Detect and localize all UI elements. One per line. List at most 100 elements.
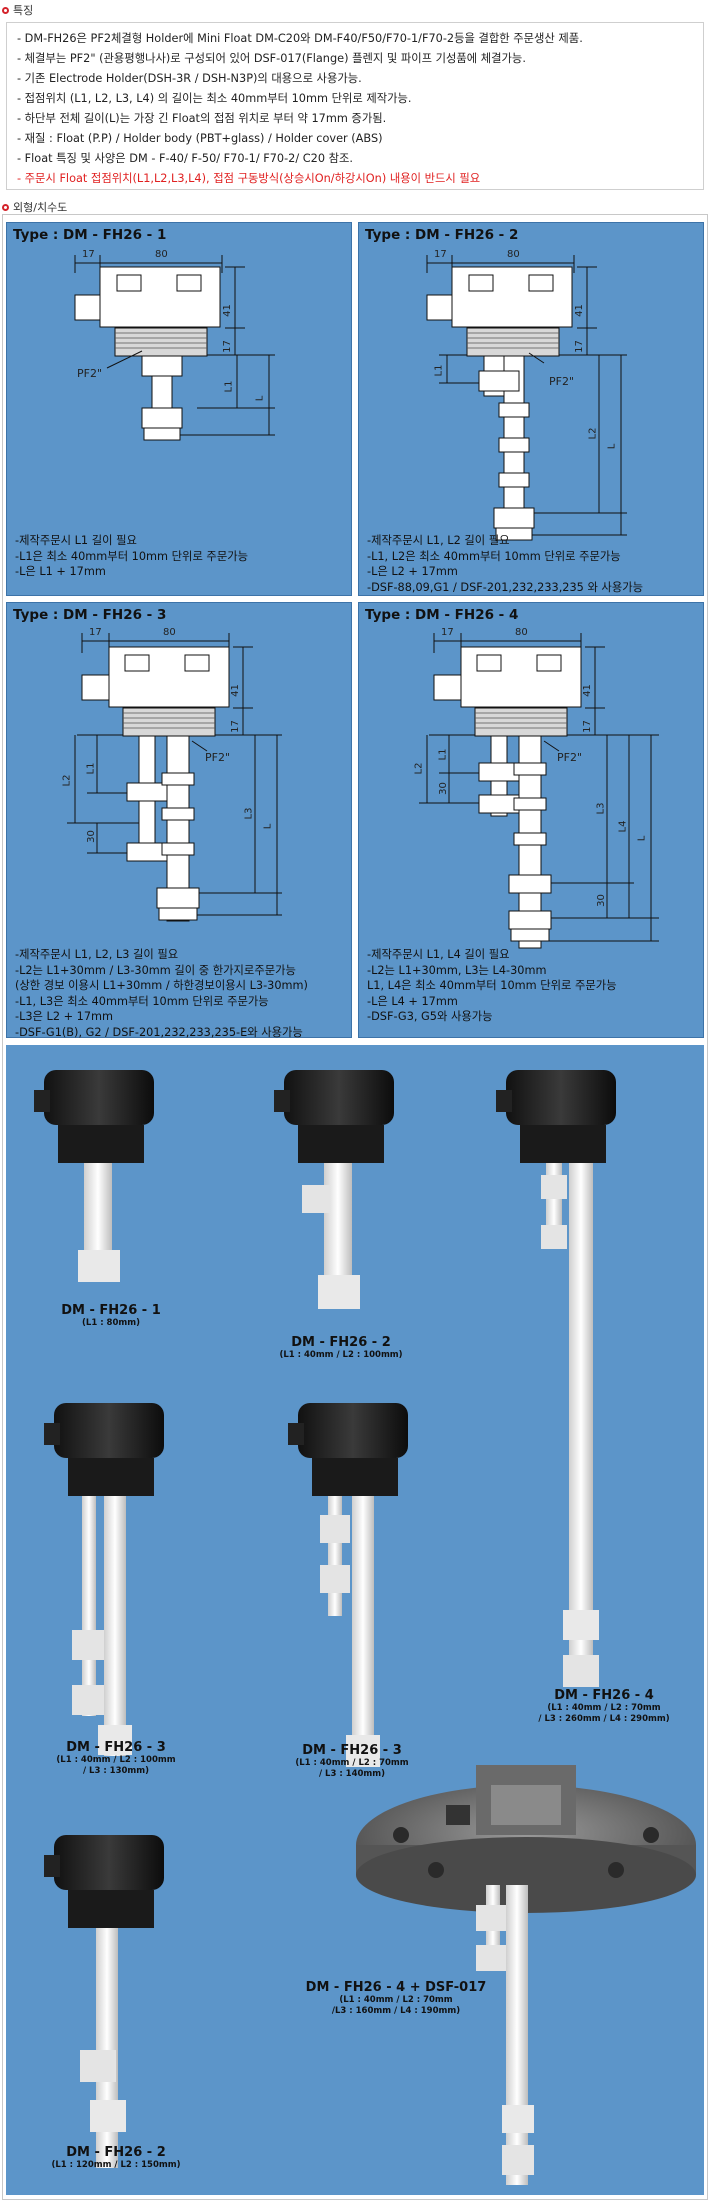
dim-label: L1 bbox=[437, 748, 449, 761]
feature-line-warning: - 주문시 Float 접점위치(L1,L2,L3,L4), 접점 구동방식(상… bbox=[17, 172, 481, 185]
caption-spec: /L3 : 160mm / L4 : 190mm) bbox=[331, 2006, 461, 2016]
caption-spec: (L1 : 120mm / L2 : 150mm) bbox=[51, 2160, 181, 2170]
features-heading-text: 특징 bbox=[13, 4, 34, 17]
note-line: -L2는 L1+30mm, L3는 L4-30mm bbox=[367, 963, 547, 977]
photo-caption: DM - FH26 - 4 + DSF-017 (L1 : 40mm / L2 … bbox=[286, 1980, 506, 2017]
caption-spec: (L1 : 40mm / L2 : 70mm bbox=[547, 1703, 661, 1713]
caption-name: DM - FH26 - 4 + DSF-017 bbox=[305, 1980, 487, 1995]
note-line: -L3은 L2 + 17mm bbox=[15, 1010, 114, 1023]
caption-spec: (L1 : 40mm / L2 : 70mm bbox=[295, 1758, 409, 1768]
dimension-drawing-fh26-1 bbox=[74, 255, 275, 441]
product-photo-fh26-4-flange bbox=[356, 1765, 696, 2185]
dim-label: L1 bbox=[85, 762, 97, 775]
panel-notes: -제작주문시 L1 길이 필요 -L1은 최소 40mm부터 10mm 단위로 … bbox=[15, 533, 248, 580]
dim-label: 30 bbox=[595, 894, 607, 907]
panel-notes: -제작주문시 L1, L2 길이 필요 -L1, L2은 최소 40mm부터 1… bbox=[367, 533, 643, 595]
dim-label: 17 bbox=[89, 627, 102, 638]
dim-label: 41 bbox=[581, 684, 593, 697]
note-line: -L1, L2은 최소 40mm부터 10mm 단위로 주문가능 bbox=[367, 549, 621, 563]
dim-label: L bbox=[636, 835, 648, 842]
dimension-drawing-fh26-2 bbox=[426, 255, 627, 541]
note-line: -L1, L3은 최소 40mm부터 10mm 단위로 주문가능 bbox=[15, 994, 269, 1008]
photo-caption: DM - FH26 - 3 (L1 : 40mm / L2 : 70mm / L… bbox=[262, 1743, 442, 1780]
feature-line: - 체결부는 PF2" (관용평행나사)로 구성되어 있어 DSF-017(Fl… bbox=[17, 52, 526, 65]
dim-label: 41 bbox=[573, 304, 585, 317]
note-line: -제작주문시 L1, L4 길이 필요 bbox=[367, 948, 510, 961]
note-line: -L1은 최소 40mm부터 10mm 단위로 주문가능 bbox=[15, 549, 248, 563]
panel-title: Type : DM - FH26 - 2 bbox=[365, 227, 519, 243]
note-line: -제작주문시 L1 길이 필요 bbox=[15, 534, 137, 547]
panel-title: Type : DM - FH26 - 1 bbox=[13, 227, 167, 243]
dim-label: L bbox=[262, 823, 274, 830]
panel-notes: -제작주문시 L1, L4 길이 필요 -L2는 L1+30mm, L3는 L4… bbox=[367, 947, 617, 1025]
product-photo-fh26-3-a bbox=[44, 1403, 164, 1756]
product-photo-fh26-3-b bbox=[288, 1403, 408, 1767]
dim-label: 80 bbox=[507, 249, 520, 260]
note-line: -DSF-88,09,G1 / DSF-201,232,233,235 와 사용… bbox=[367, 580, 643, 594]
dim-label: 80 bbox=[163, 627, 176, 638]
caption-spec: (L1 : 40mm / L2 : 100mm bbox=[56, 1755, 176, 1765]
dim-label: 17 bbox=[221, 340, 233, 353]
dim-label: L2 bbox=[413, 762, 425, 775]
feature-line: - 기존 Electrode Holder(DSH-3R / DSH-N3P)의… bbox=[17, 72, 362, 85]
dimension-drawing-fh26-4 bbox=[419, 633, 659, 949]
photo-caption: DM - FH26 - 3 (L1 : 40mm / L2 : 100mm / … bbox=[26, 1740, 206, 1777]
product-photo-fh26-4 bbox=[496, 1070, 616, 1687]
dimension-drawing-fh26-3 bbox=[67, 633, 282, 922]
note-line: -제작주문시 L1, L2 길이 필요 bbox=[367, 534, 510, 547]
note-line: (상한 경보 이용시 L1+30mm / 하한경보이용시 L3-30mm) bbox=[15, 979, 308, 992]
caption-name: DM - FH26 - 1 bbox=[61, 1303, 161, 1318]
dim-label: 80 bbox=[515, 627, 528, 638]
dim-panel-fh26-3: Type : DM - FH26 - 3 17 80 41 17 PF2" L1… bbox=[6, 602, 352, 1040]
caption-spec: (L1 : 40mm / L2 : 70mm bbox=[339, 1995, 453, 2005]
caption-spec: (L1 : 40mm / L2 : 100mm) bbox=[279, 1350, 403, 1360]
caption-spec: / L3 : 130mm) bbox=[82, 1766, 150, 1776]
dim-label: 80 bbox=[155, 249, 168, 260]
dim-label: 17 bbox=[581, 720, 593, 733]
note-line: L1, L4은 최소 40mm부터 10mm 단위로 주문가능 bbox=[367, 979, 617, 992]
note-line: -제작주문시 L1, L2, L3 길이 필요 bbox=[15, 948, 179, 961]
caption-spec: (L1 : 80mm) bbox=[82, 1318, 140, 1328]
note-line: -L2는 L1+30mm / L3-30mm 길이 중 한가지로주문가능 bbox=[15, 963, 296, 977]
note-line: -L은 L2 + 17mm bbox=[367, 565, 458, 578]
feature-line: - 하단부 전체 길이(L)는 가장 긴 Float의 접점 위치로 부터 약 … bbox=[17, 112, 387, 125]
dim-label: 41 bbox=[229, 684, 241, 697]
features-heading: 특징 bbox=[2, 2, 33, 18]
dim-label: 17 bbox=[441, 627, 454, 638]
dim-label: L4 bbox=[617, 820, 629, 833]
panel-notes: -제작주문시 L1, L2, L3 길이 필요 -L2는 L1+30mm / L… bbox=[15, 947, 308, 1040]
panel-title: Type : DM - FH26 - 3 bbox=[13, 607, 167, 623]
caption-name: DM - FH26 - 3 bbox=[66, 1740, 166, 1755]
features-box: - DM-FH26은 PF2체결형 Holder에 Mini Float DM-… bbox=[6, 22, 704, 190]
panel-title: Type : DM - FH26 - 4 bbox=[365, 607, 519, 623]
dim-panel-fh26-1: Type : DM - FH26 - 1 17 80 41 17 PF2" L1… bbox=[6, 222, 352, 596]
dim-label: PF2" bbox=[549, 375, 575, 388]
dim-panel-fh26-2: Type : DM - FH26 - 2 17 80 41 17 PF2" L1… bbox=[358, 222, 704, 596]
bullet-icon bbox=[2, 203, 9, 211]
dim-label: L2 bbox=[61, 774, 73, 787]
dim-label: 30 bbox=[85, 830, 97, 843]
product-photo-area: DM - FH26 - 1 (L1 : 80mm) DM - FH26 - 2 … bbox=[6, 1045, 704, 2195]
caption-name: DM - FH26 - 3 bbox=[302, 1743, 402, 1758]
dim-label: L bbox=[606, 443, 618, 450]
caption-spec: / L3 : 260mm / L4 : 290mm) bbox=[538, 1714, 670, 1724]
dim-label: PF2" bbox=[77, 367, 103, 380]
caption-name: DM - FH26 - 2 bbox=[291, 1335, 391, 1350]
product-photo-fh26-2 bbox=[274, 1070, 394, 1309]
note-line: -L은 L1 + 17mm bbox=[15, 565, 106, 578]
dim-label: L3 bbox=[595, 802, 607, 815]
note-line: -DSF-G3, G5와 사용가능 bbox=[367, 1010, 493, 1023]
caption-name: DM - FH26 - 4 bbox=[554, 1688, 654, 1703]
dim-label: L1 bbox=[223, 380, 235, 393]
dim-label: 17 bbox=[229, 720, 241, 733]
dim-label: L1 bbox=[433, 364, 445, 377]
dim-label: L2 bbox=[587, 427, 599, 440]
photo-caption: DM - FH26 - 4 (L1 : 40mm / L2 : 70mm / L… bbox=[514, 1688, 694, 1725]
product-photo-fh26-1 bbox=[34, 1070, 154, 1282]
feature-line: - Float 특징 및 사양은 DM - F-40/ F-50/ F70-1/… bbox=[17, 152, 353, 165]
feature-line: - 접점위치 (L1, L2, L3, L4) 의 길이는 최소 40mm부터 … bbox=[17, 92, 412, 105]
dimensions-heading: 외형/치수도 bbox=[2, 199, 67, 215]
dim-label: L bbox=[254, 395, 266, 402]
product-photo-fh26-2-b bbox=[44, 1835, 164, 2168]
dim-label: PF2" bbox=[557, 751, 583, 764]
